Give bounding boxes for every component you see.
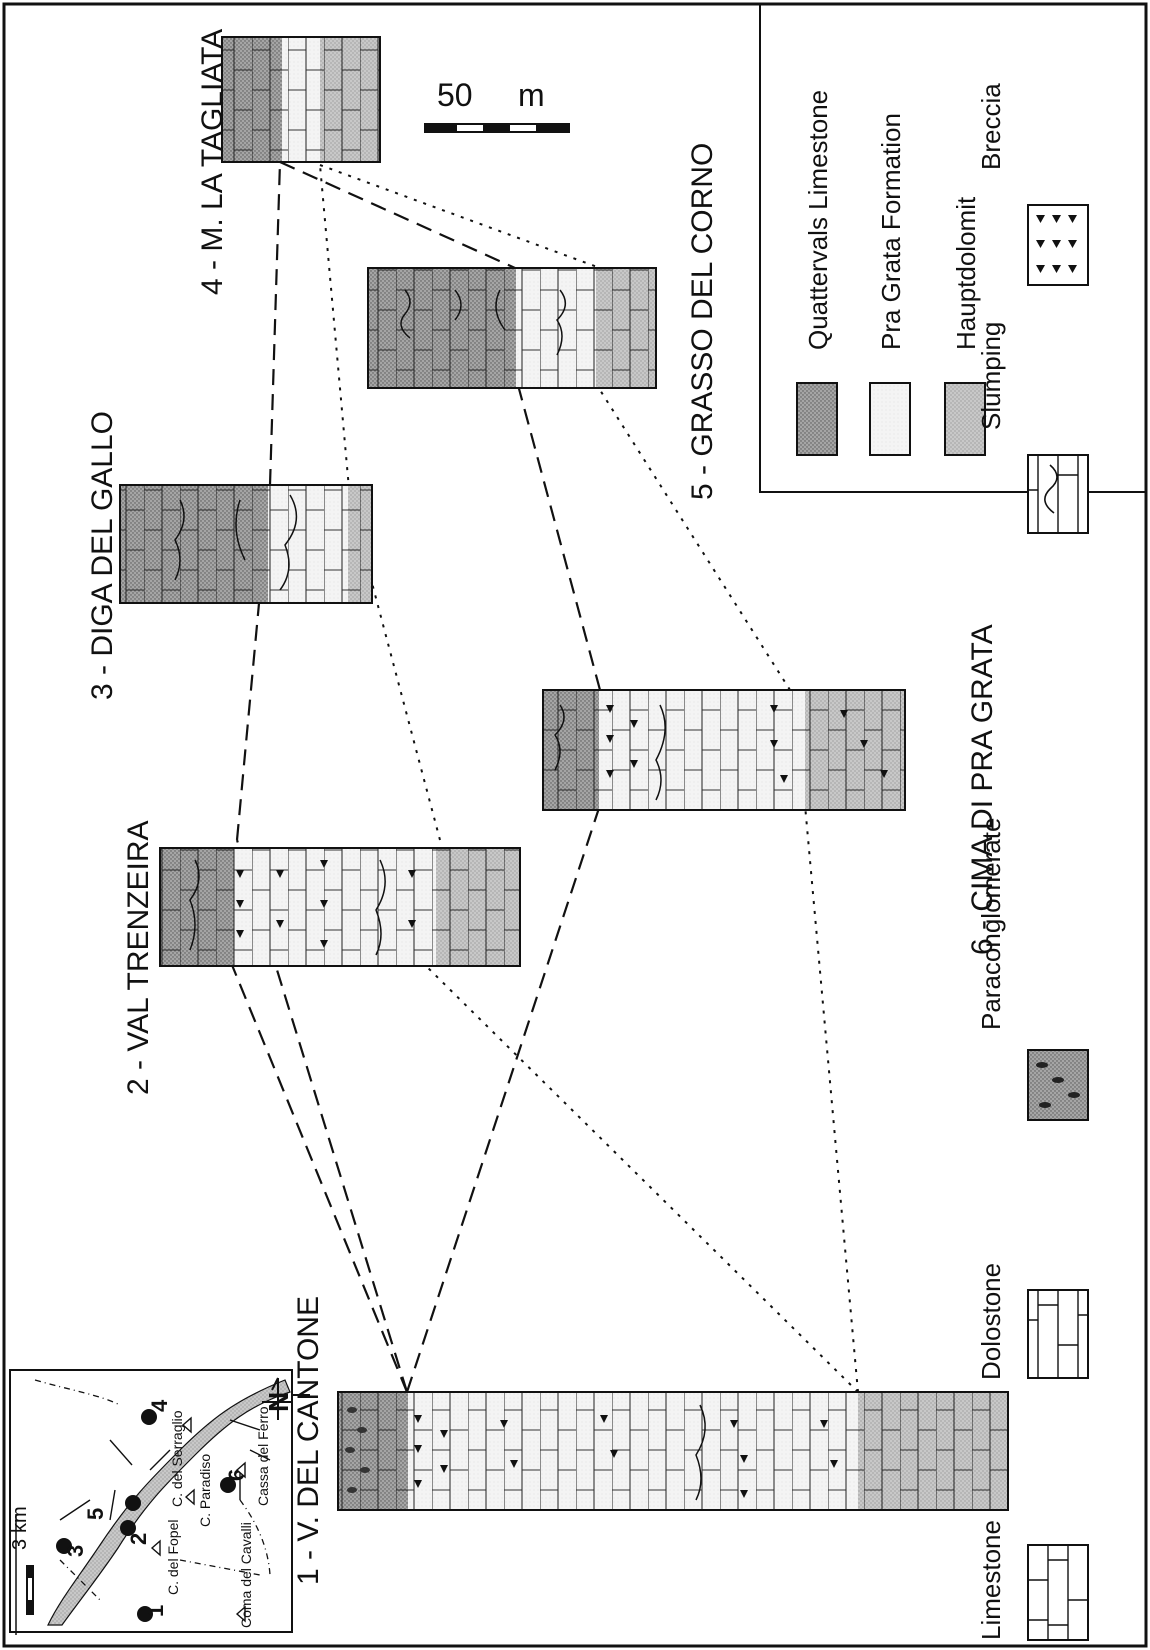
correlation-line-2-3 bbox=[235, 484, 272, 841]
dotted-correlations bbox=[319, 164, 859, 1393]
peak-label-coma-cavalli: Coma del Cavalli bbox=[238, 1522, 254, 1628]
peak-label-ferro: Cassa del Ferro bbox=[255, 1406, 271, 1506]
legend-swatch-quattervals bbox=[796, 382, 838, 456]
inset-location-6 bbox=[220, 1477, 236, 1493]
section-labels: 1 - V. DEL CANTONE 2 - VAL TRENZEIRA 3 -… bbox=[86, 29, 999, 1585]
correlation-line-3-4 bbox=[268, 161, 282, 486]
inset-scale-value: 3 bbox=[9, 1539, 31, 1550]
inset-river bbox=[47, 1379, 291, 1626]
north-arrow-label: N bbox=[263, 1392, 294, 1412]
peak-label-serraglio: C. del Serraglio bbox=[169, 1410, 185, 1507]
legend-limestone: Limestone bbox=[976, 1520, 1089, 1641]
dotted-line-3-4 bbox=[319, 164, 351, 501]
inset-location-4 bbox=[141, 1409, 157, 1425]
correlation-line-4-5 bbox=[279, 160, 516, 270]
inset-number-2: 2 bbox=[126, 1533, 151, 1545]
column-section-6 bbox=[542, 689, 906, 811]
inset-scale-bar: 3 km bbox=[9, 1506, 34, 1635]
section-label-4: 4 - M. LA TAGLIATA bbox=[196, 29, 229, 295]
scale-bar-value: 50 bbox=[437, 77, 473, 113]
inset-map: 4 5 3 2 6 1 C. del Fopel Coma del Cavall… bbox=[9, 1377, 310, 1635]
legend-frame bbox=[759, 4, 1146, 493]
correlation-lines bbox=[230, 160, 859, 1393]
legend-label-pra-grata: Pra Grata Formation bbox=[876, 113, 906, 350]
legend-label-slumping: Slumping bbox=[976, 322, 1006, 430]
legend-paraconglomerate: Paraconglomerate bbox=[976, 818, 1089, 1121]
section-label-3: 3 - DIGA DEL GALLO bbox=[86, 411, 119, 700]
lithology-legend: Limestone Dolostone Paraconglomerate Slu… bbox=[976, 83, 1089, 1641]
legend-label-paraconglomerate: Paraconglomerate bbox=[976, 818, 1006, 1030]
correlation-line-1-6 bbox=[405, 804, 602, 1393]
legend-label-hauptdolomit: Hauptdolomit bbox=[951, 196, 981, 350]
section-label-1: 1 - V. DEL CANTONE bbox=[292, 1296, 325, 1585]
scale-bar-unit: m bbox=[518, 77, 545, 113]
north-arrow: N bbox=[262, 1377, 310, 1420]
legend-slumping: Slumping bbox=[976, 322, 1089, 534]
column-section-2 bbox=[159, 847, 521, 967]
inset-number-1: 1 bbox=[143, 1605, 168, 1617]
inset-location-2 bbox=[120, 1520, 136, 1536]
legend-swatch-pra-grata bbox=[869, 382, 911, 456]
correlation-line-1-2 bbox=[230, 964, 409, 1393]
peak-icon-fopel bbox=[150, 1539, 161, 1557]
legend-dolostone: Dolostone bbox=[976, 1263, 1089, 1380]
inset-number-4: 4 bbox=[147, 1399, 172, 1412]
legend-swatch-hauptdolomit bbox=[944, 382, 986, 456]
section-label-6: 6 - CIMA DI PRA GRATA bbox=[966, 624, 999, 955]
column-section-4 bbox=[221, 36, 381, 163]
column-section-5 bbox=[367, 267, 657, 389]
legend-label-dolostone: Dolostone bbox=[976, 1263, 1006, 1380]
dashed-correlations bbox=[230, 160, 602, 1393]
peak-icon-coma-cavalli bbox=[235, 1605, 246, 1623]
peak-icon-ferro bbox=[235, 1461, 246, 1479]
inset-location-5 bbox=[125, 1495, 141, 1511]
dotted-line-1-6 bbox=[804, 804, 859, 1393]
column-section-3 bbox=[119, 484, 373, 604]
inset-location-1 bbox=[137, 1606, 153, 1622]
section-label-2: 2 - VAL TRENZEIRA bbox=[122, 820, 155, 1095]
inset-scale-unit: km bbox=[9, 1506, 31, 1533]
section-label-5: 5 - GRASSO DEL CORNO bbox=[686, 143, 719, 500]
legend-label-quattervals: Quattervals Limestone bbox=[803, 90, 833, 350]
column-section-1 bbox=[337, 1391, 1009, 1511]
legend-label-breccia: Breccia bbox=[976, 83, 1006, 170]
dotted-line-1-2 bbox=[419, 959, 859, 1393]
legend-breccia: Breccia bbox=[976, 83, 1089, 286]
peak-icon-serraglio bbox=[181, 1416, 192, 1434]
peak-label-paradiso: C. Paradiso bbox=[197, 1454, 213, 1527]
inset-number-5: 5 bbox=[83, 1508, 108, 1520]
inset-number-3: 3 bbox=[63, 1545, 88, 1557]
peak-label-fopel: C. del Fopel bbox=[165, 1520, 181, 1595]
peak-icon-paradiso bbox=[184, 1488, 195, 1506]
scale-bar-50m: 50 m bbox=[424, 77, 570, 133]
correlation-line-6-5 bbox=[516, 384, 602, 691]
formation-legend: Quattervals Limestone Pra Grata Formatio… bbox=[796, 90, 986, 456]
inset-location-3 bbox=[56, 1538, 72, 1554]
legend-label-limestone: Limestone bbox=[976, 1520, 1006, 1640]
dotted-line-4-5 bbox=[319, 164, 601, 269]
